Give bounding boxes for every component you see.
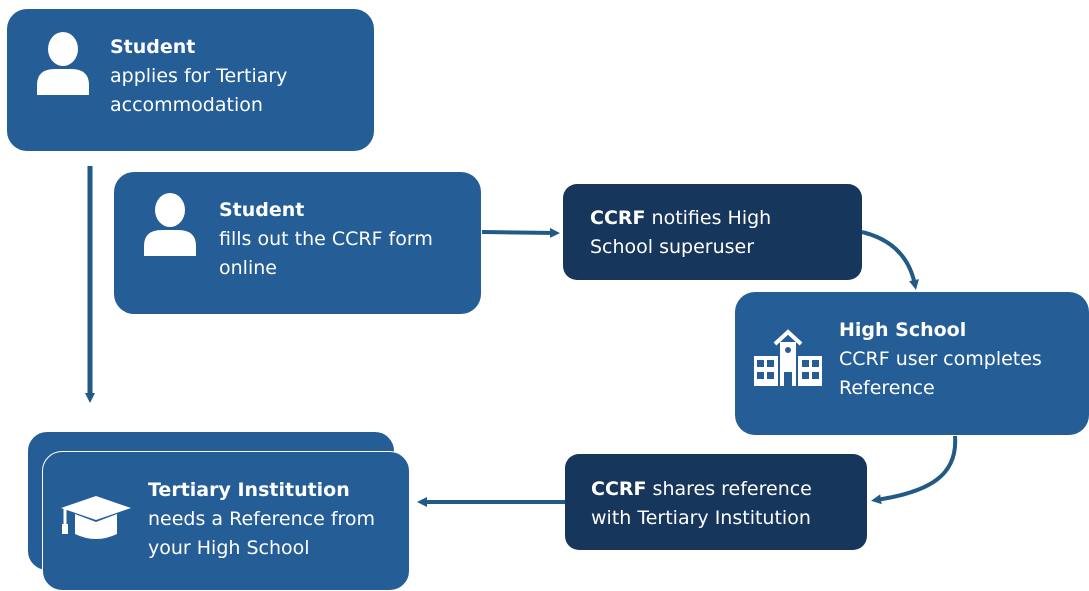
high-school-box: High School CCRF user completes Referenc… [735, 292, 1089, 435]
student-form-text: Student fills out the CCRF form online [219, 196, 433, 283]
tertiary-line2: your High School [148, 537, 310, 559]
student-form-line1: fills out the CCRF form [219, 228, 433, 250]
high-school-line2: Reference [839, 377, 935, 399]
high-school-text: High School CCRF user completes Referenc… [839, 316, 1042, 403]
student-form-line2: online [219, 257, 277, 279]
ccrf-notify-title: CCRF [590, 207, 646, 229]
tertiary-text: Tertiary Institution needs a Reference f… [148, 476, 375, 563]
ccrf-share-line2: with Tertiary Institution [591, 507, 811, 529]
ccrf-notify-line2: School superuser [590, 236, 755, 258]
student-apply-title: Student [110, 36, 196, 58]
tertiary-box: Tertiary Institution needs a Reference f… [42, 451, 410, 591]
person-icon [142, 192, 198, 260]
student-apply-box: Student applies for Tertiary accommodati… [7, 9, 374, 151]
student-form-title: Student [219, 199, 305, 221]
ccrf-share-box: CCRF shares reference with Tertiary Inst… [565, 454, 867, 550]
arrow-notify-to-highschool [861, 230, 919, 290]
graduation-cap-icon [59, 492, 133, 548]
ccrf-share-text: CCRF shares reference with Tertiary Inst… [591, 475, 812, 533]
ccrf-notify-box: CCRF notifies High School superuser [563, 184, 862, 280]
person-icon [35, 31, 91, 99]
tertiary-line1: needs a Reference from [148, 508, 376, 530]
high-school-title: High School [839, 319, 967, 341]
student-form-box: Student fills out the CCRF form online [114, 172, 481, 314]
student-apply-line2: accommodation [110, 94, 263, 116]
arrow-highschool-to-share [871, 435, 958, 505]
ccrf-notify-text: CCRF notifies High School superuser [590, 204, 771, 262]
student-apply-text: Student applies for Tertiary accommodati… [110, 33, 287, 120]
ccrf-share-title: CCRF [591, 478, 647, 500]
ccrf-notify-line1: notifies High [645, 207, 772, 229]
high-school-line1: CCRF user completes [839, 348, 1042, 370]
student-apply-line1: applies for Tertiary [110, 65, 288, 87]
arrow-form-to-notify [481, 227, 560, 238]
tertiary-title: Tertiary Institution [148, 479, 350, 501]
ccrf-share-line1: shares reference [646, 478, 812, 500]
school-building-icon [752, 324, 824, 392]
